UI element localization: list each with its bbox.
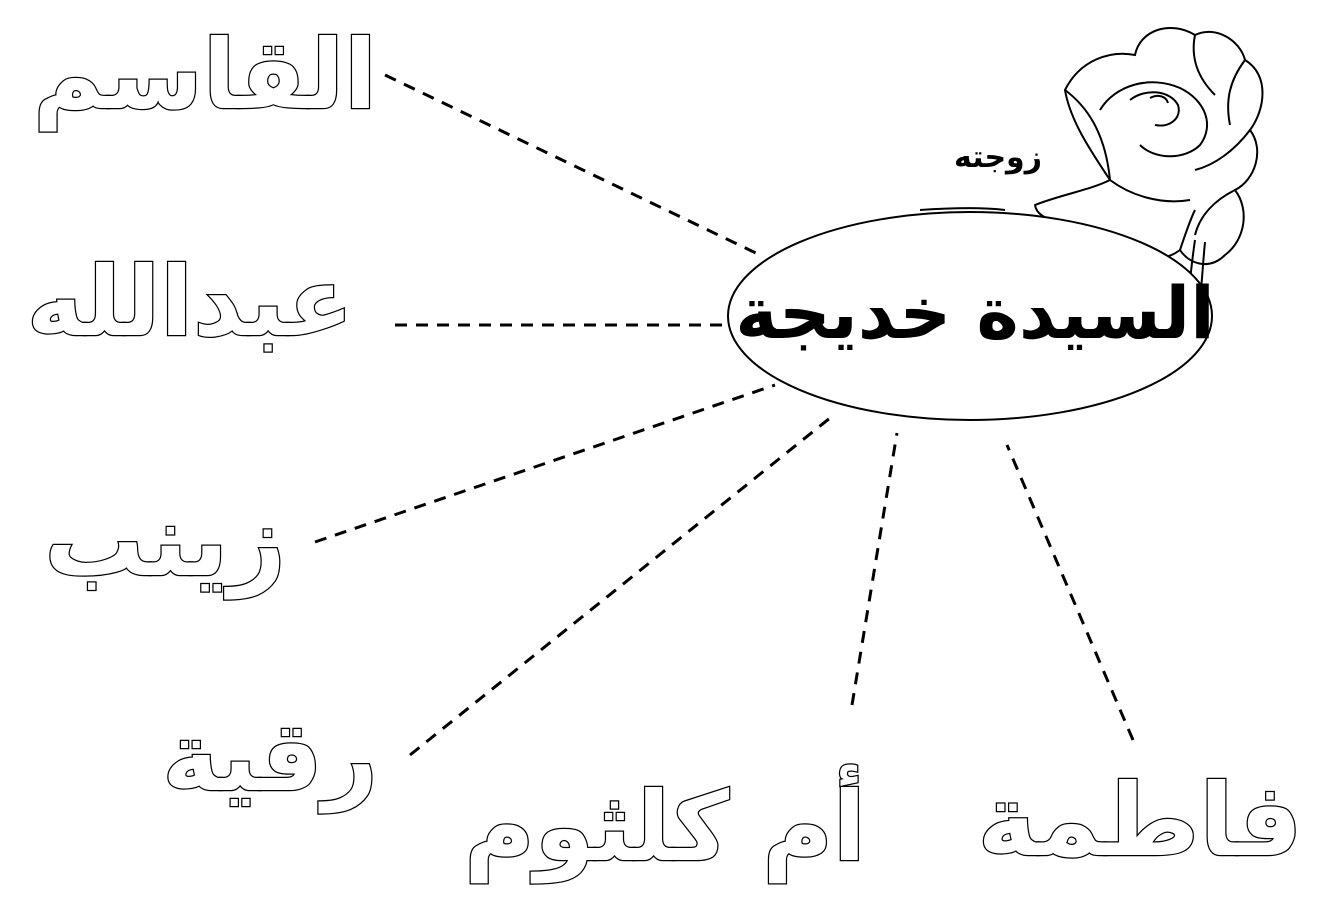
center-node: السيدة خديجة: [728, 212, 1215, 420]
child-name-umm-kulthum: أم كلثوم: [464, 765, 865, 884]
center-name: السيدة خديجة: [735, 271, 1215, 355]
connector-ruqayya: [410, 418, 830, 755]
child-name-ruqayya: رقية: [162, 701, 378, 813]
connector-fatima: [1007, 445, 1133, 740]
relation-label: زوجته: [954, 140, 1042, 175]
child-name-zainab: زينب: [44, 482, 286, 599]
child-name-abdullah: عبدالله: [27, 246, 354, 358]
child-name-fatima: فاطمة: [978, 762, 1303, 879]
connector-qasim: [385, 75, 760, 255]
child-name-qasim: القاسم: [33, 19, 377, 132]
connector-umm-kulthum: [852, 433, 897, 705]
label-stroke: [920, 208, 1005, 210]
